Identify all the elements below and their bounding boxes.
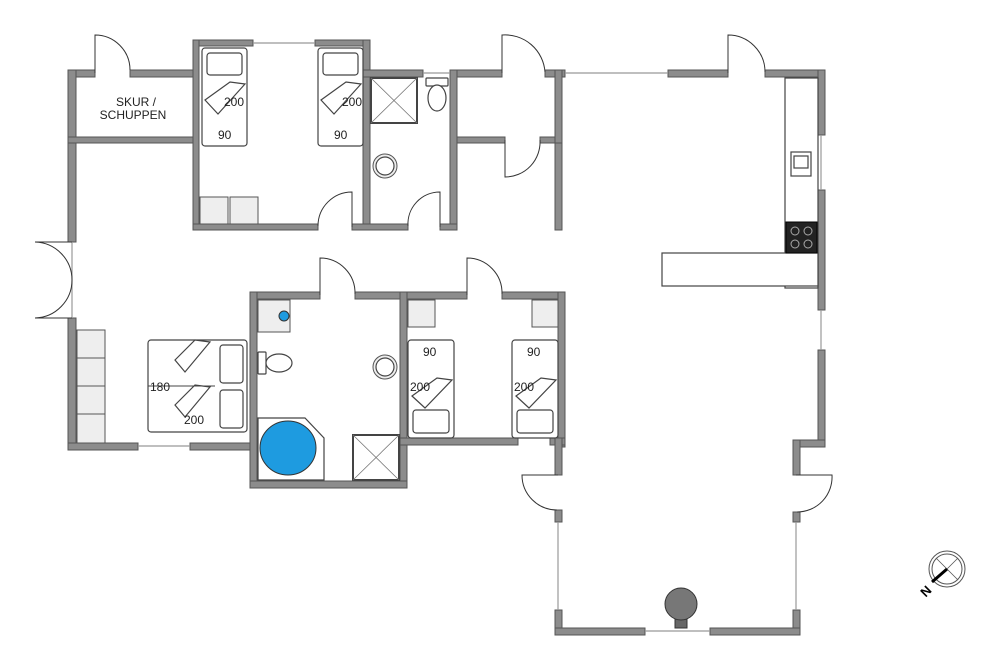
bed-5: 90 200: [511, 339, 559, 439]
door-living-right: [796, 474, 833, 513]
bed-4-length: 200: [410, 380, 430, 394]
double-bed: 180 200: [147, 339, 248, 433]
wardrobe: [199, 196, 229, 225]
compass-north-label: N: [917, 583, 934, 600]
walls: [67, 39, 826, 636]
toilet-2: [257, 351, 293, 375]
shower-1: [370, 77, 418, 124]
bed-2-width: 90: [334, 128, 348, 142]
shower-2: [352, 434, 400, 481]
door-shed: [94, 34, 131, 73]
door-bath1: [407, 191, 441, 227]
bed-2-length: 200: [342, 95, 362, 109]
door-bedroom1: [317, 191, 353, 227]
door-bedroom3: [466, 257, 503, 295]
nightstand: [531, 299, 559, 328]
bed-2: 200 90: [317, 47, 364, 147]
kitchen-sink: [790, 151, 812, 177]
bed-1-length: 200: [224, 95, 244, 109]
door-small-room: [504, 139, 541, 178]
door-left-double: [34, 241, 73, 319]
windows: [71, 42, 822, 632]
bed-4: 90 200: [407, 339, 455, 439]
double-bed-length: 200: [184, 413, 204, 427]
shelves: [76, 329, 106, 444]
bed-5-width: 90: [527, 345, 541, 359]
bed-1-width: 90: [218, 128, 232, 142]
stove: [785, 221, 818, 254]
sink-1: [372, 153, 398, 179]
wardrobe: [229, 196, 259, 225]
wood-stove: [664, 587, 698, 629]
door-terrace: [727, 34, 766, 73]
nightstand: [407, 299, 436, 328]
bed-4-width: 90: [423, 345, 437, 359]
door-living-left: [521, 474, 558, 511]
bed-1: 200 90: [201, 47, 248, 147]
double-bed-width: 180: [150, 380, 170, 394]
door-bath2: [319, 257, 356, 295]
bathtub: [257, 417, 325, 481]
doors: [34, 34, 833, 513]
bed-5-length: 200: [514, 380, 534, 394]
shed-label-line2: SCHUPPEN: [100, 108, 167, 122]
washing-machine: [257, 299, 291, 333]
kitchen-island: [661, 252, 819, 287]
compass-icon: N: [917, 550, 966, 600]
toilet-1: [425, 77, 449, 112]
door-entry: [501, 34, 546, 73]
bathtub-basin: [259, 420, 317, 476]
shed-label-line1: SKUR /: [116, 95, 157, 109]
sink-2: [372, 354, 398, 380]
